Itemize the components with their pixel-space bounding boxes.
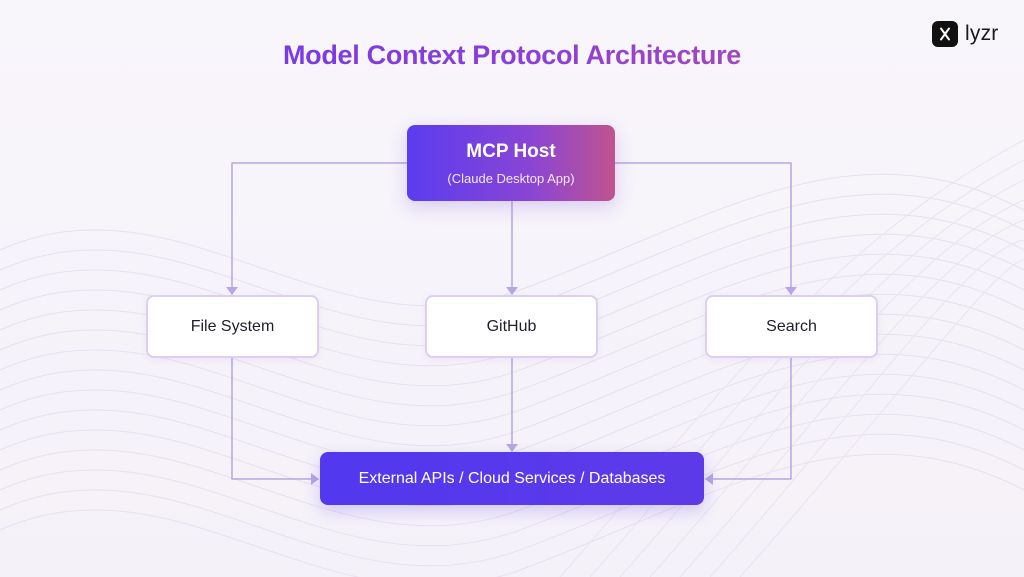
file-system-node: File System: [146, 295, 319, 358]
brand-logo: lyzr: [932, 21, 998, 47]
mcp-host-node: MCP Host (Claude Desktop App): [407, 125, 615, 201]
arrowhead-search: [785, 287, 797, 295]
lyzr-logo-text: lyzr: [965, 22, 999, 45]
connector-search-to-external: [705, 357, 792, 480]
mcp-host-title: MCP Host: [466, 140, 556, 162]
github-label: GitHub: [486, 317, 537, 335]
connector-host-to-file-system: [231, 162, 408, 295]
lyzr-logo-icon: [932, 21, 958, 47]
connector-file-system-to-external: [231, 357, 319, 480]
arrowhead-external-left: [311, 473, 319, 485]
mcp-host-subtitle: (Claude Desktop App): [447, 170, 575, 186]
arrowhead-file-system: [226, 287, 238, 295]
external-services-node: External APIs / Cloud Services / Databas…: [320, 452, 704, 505]
github-node: GitHub: [425, 295, 598, 358]
connector-host-to-search: [614, 162, 792, 295]
search-node: Search: [705, 295, 878, 358]
file-system-label: File System: [190, 317, 275, 335]
arrowhead-external-right: [705, 473, 713, 485]
arrowhead-external-top: [506, 444, 518, 452]
external-services-label: External APIs / Cloud Services / Databas…: [358, 469, 666, 487]
search-label: Search: [766, 317, 817, 335]
diagram-title: Model Context Protocol Architecture: [0, 40, 1024, 71]
arrowhead-github: [506, 287, 518, 295]
